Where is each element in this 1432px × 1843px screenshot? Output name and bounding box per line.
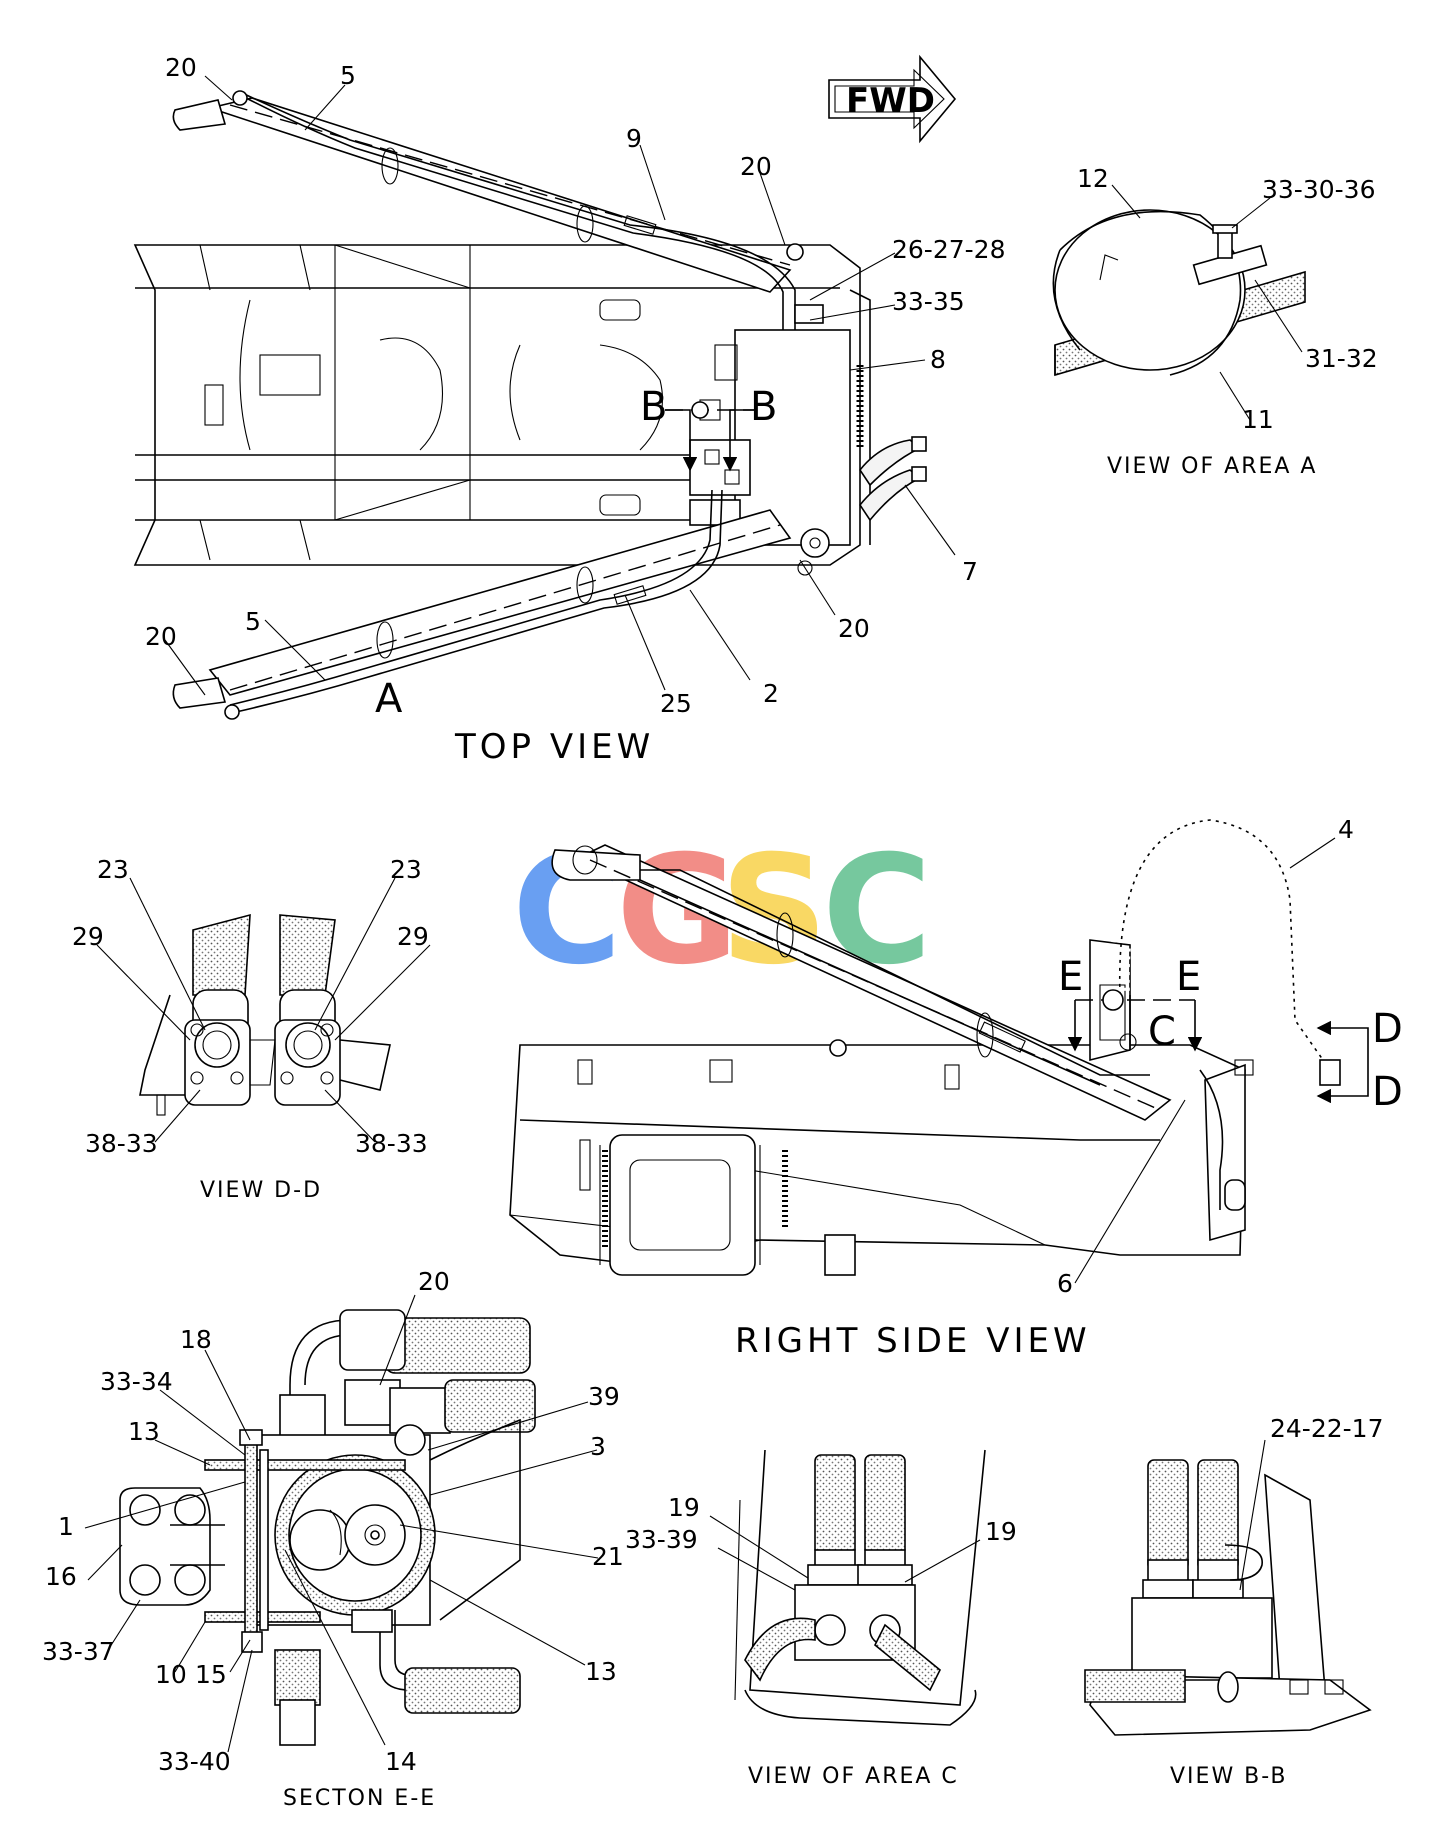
callout-3: 3 [590, 1432, 606, 1461]
callout-38-33-b: 38-33 [355, 1129, 428, 1158]
top-view-title: TOP VIEW [454, 727, 654, 767]
callout-7: 7 [962, 557, 978, 586]
callout-38-33-a: 38-33 [85, 1129, 158, 1158]
callout-15: 15 [195, 1660, 227, 1689]
callout-23-a: 23 [97, 855, 129, 884]
callout-23-b: 23 [390, 855, 422, 884]
area-a-title: VIEW OF AREA A [1107, 454, 1317, 479]
callout-5-b: 5 [245, 607, 261, 636]
area-a-view: 12 33-30-36 31-32 11 VIEW OF AREA A [1052, 164, 1378, 479]
fwd-label: FWD [846, 81, 935, 121]
callout-21: 21 [592, 1542, 624, 1571]
callout-16: 16 [45, 1562, 77, 1591]
top-leaders [164, 75, 956, 696]
view-b-b: 24-22-17 VIEW B-B [1084, 1414, 1383, 1789]
b-b-title: VIEW B-B [1170, 1764, 1288, 1789]
callout-18: 18 [180, 1325, 212, 1354]
section-b-marker: B B [640, 384, 777, 472]
callout-33-37: 33-37 [42, 1637, 115, 1666]
section-e-left: E [1058, 954, 1083, 1000]
area-a-label: A [375, 676, 403, 722]
callout-31-32: 31-32 [1305, 344, 1378, 373]
view-d-d: 23 23 29 29 38-33 38-33 VIEW D-D [72, 855, 431, 1203]
section-e-right: E [1176, 954, 1201, 1000]
callout-20-c: 20 [838, 614, 870, 643]
top-view: FWD [133, 53, 1005, 767]
callout-33-40: 33-40 [158, 1747, 231, 1776]
callout-8: 8 [930, 345, 946, 374]
callout-19-a: 19 [668, 1493, 700, 1522]
right-side-view: C G S C [509, 809, 1403, 1361]
callout-4: 4 [1338, 815, 1354, 844]
callout-20-d: 20 [145, 622, 177, 651]
callout-13-b: 13 [585, 1657, 617, 1686]
callout-12: 12 [1077, 164, 1109, 193]
callout-6: 6 [1057, 1269, 1073, 1298]
callout-13-a: 13 [128, 1417, 160, 1446]
callout-33-30-36: 33-30-36 [1262, 175, 1375, 204]
d-d-title: VIEW D-D [200, 1178, 322, 1203]
callout-25: 25 [660, 689, 692, 718]
callout-2: 2 [763, 679, 779, 708]
callout-26-27-28: 26-27-28 [892, 235, 1005, 264]
section-d-bottom: D [1372, 1069, 1403, 1115]
section-b-right: B [750, 384, 777, 430]
callout-39: 39 [588, 1382, 620, 1411]
callout-33-34: 33-34 [100, 1367, 173, 1396]
callout-1: 1 [58, 1512, 74, 1541]
callout-24-22-17: 24-22-17 [1270, 1414, 1383, 1443]
machine-frame [133, 244, 871, 576]
section-d-top: D [1372, 1006, 1403, 1052]
top-callouts: 20 5 9 20 26-27-28 33-35 8 7 20 2 25 5 2… [145, 53, 1005, 718]
area-c-title: VIEW OF AREA C [748, 1764, 959, 1789]
callout-29-b: 29 [397, 922, 429, 951]
callout-20-a: 20 [165, 53, 197, 82]
upper-cylinder [172, 90, 824, 330]
callout-20-b: 20 [740, 152, 772, 181]
e-e-title: SECTON E-E [283, 1786, 436, 1811]
section-e-e: 20 18 33-34 39 13 3 1 21 16 13 33-37 10 … [42, 1267, 624, 1811]
callout-10: 10 [155, 1660, 187, 1689]
fwd-arrow: FWD [828, 54, 957, 144]
callout-33-39: 33-39 [625, 1525, 698, 1554]
callout-20-e: 20 [418, 1267, 450, 1296]
front-hoses [859, 436, 927, 522]
right-side-title: RIGHT SIDE VIEW [735, 1321, 1091, 1361]
callout-33-35: 33-35 [892, 287, 965, 316]
area-c-view: 19 19 33-39 VIEW OF AREA C [625, 1449, 1017, 1789]
callout-29-a: 29 [72, 922, 104, 951]
callout-5-a: 5 [340, 61, 356, 90]
callout-9: 9 [626, 124, 642, 153]
callout-11: 11 [1242, 405, 1274, 434]
area-c-label: C [1148, 1009, 1176, 1055]
callout-14: 14 [385, 1747, 417, 1776]
lower-cylinder [172, 489, 792, 720]
callout-19-b: 19 [985, 1517, 1017, 1546]
section-b-left: B [640, 384, 667, 430]
